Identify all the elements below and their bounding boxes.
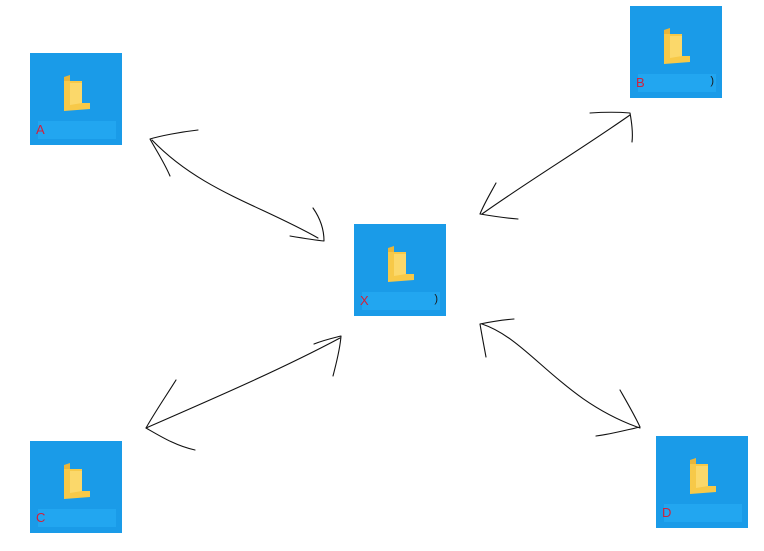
edge-a-x-head-a [149, 129, 199, 177]
folder-icon [64, 463, 90, 499]
edge-d-x-head-x [479, 318, 515, 358]
edge-b-x [479, 111, 633, 220]
node-c-name-strip [38, 509, 116, 527]
edge-a-x [149, 129, 325, 242]
node-b-name-fragment: ) [710, 75, 714, 87]
node-d-name-strip [664, 504, 742, 522]
node-x[interactable]: X ) [354, 224, 446, 316]
edge-b-x-head-b [589, 111, 633, 143]
edge-b-x-head-x [479, 182, 519, 220]
edge-c-x-shaft [145, 337, 341, 429]
node-d[interactable]: D [656, 436, 748, 528]
edge-d-x [479, 318, 641, 437]
node-b[interactable]: B ) [630, 6, 722, 98]
node-b-name-strip [638, 74, 716, 92]
node-a[interactable]: A [30, 53, 122, 145]
node-d-label: D [662, 505, 672, 520]
folder-icon [388, 246, 414, 282]
edge-a-x-shaft [151, 139, 319, 239]
node-c-label: C [36, 510, 46, 525]
edge-c-x [145, 335, 342, 451]
folder-icon [690, 458, 716, 494]
edge-c-x-head-x [313, 335, 342, 377]
node-x-name-strip [362, 292, 440, 310]
edge-d-x-head-d [595, 389, 641, 437]
node-a-name-strip [38, 121, 116, 139]
node-b-label: B [636, 75, 645, 90]
folder-icon [64, 75, 90, 111]
edge-b-x-shaft [481, 114, 631, 215]
node-x-label: X [360, 293, 369, 308]
edge-c-x-head-c [145, 379, 196, 451]
node-c[interactable]: C [30, 441, 122, 533]
edge-a-x-head-x [289, 207, 325, 242]
node-x-name-fragment: ) [434, 293, 438, 305]
node-a-label: A [36, 122, 45, 137]
edge-d-x-shaft [481, 323, 641, 429]
folder-icon [664, 28, 690, 64]
